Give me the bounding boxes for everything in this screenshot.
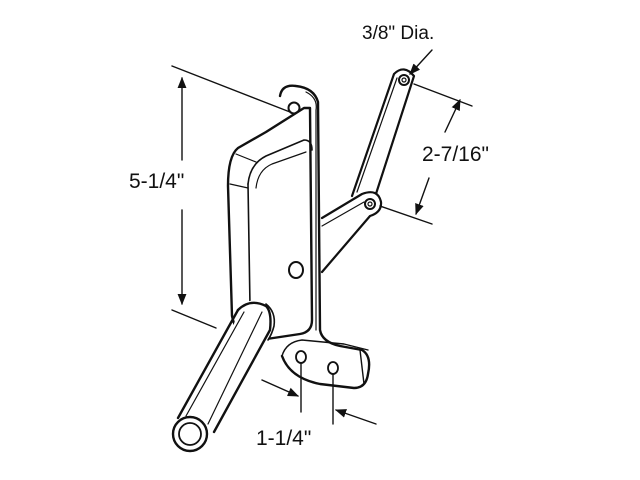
operator-housing [226, 106, 314, 342]
hole-diameter-label: 3/8" Dia. [362, 23, 435, 44]
link-arm [320, 191, 383, 274]
main-arm [350, 68, 416, 202]
dimension-arm-spacing [379, 83, 473, 225]
dimension-height [171, 65, 291, 329]
crank-handle [171, 300, 276, 453]
dimension-hole-diameter [409, 49, 433, 75]
arm-spacing-label: 2-7/16" [422, 143, 489, 166]
dimension-base-spacing [261, 362, 377, 425]
overall-height-label: 5-1/4" [129, 170, 185, 193]
base-spacing-label: 1-1/4" [256, 427, 312, 450]
